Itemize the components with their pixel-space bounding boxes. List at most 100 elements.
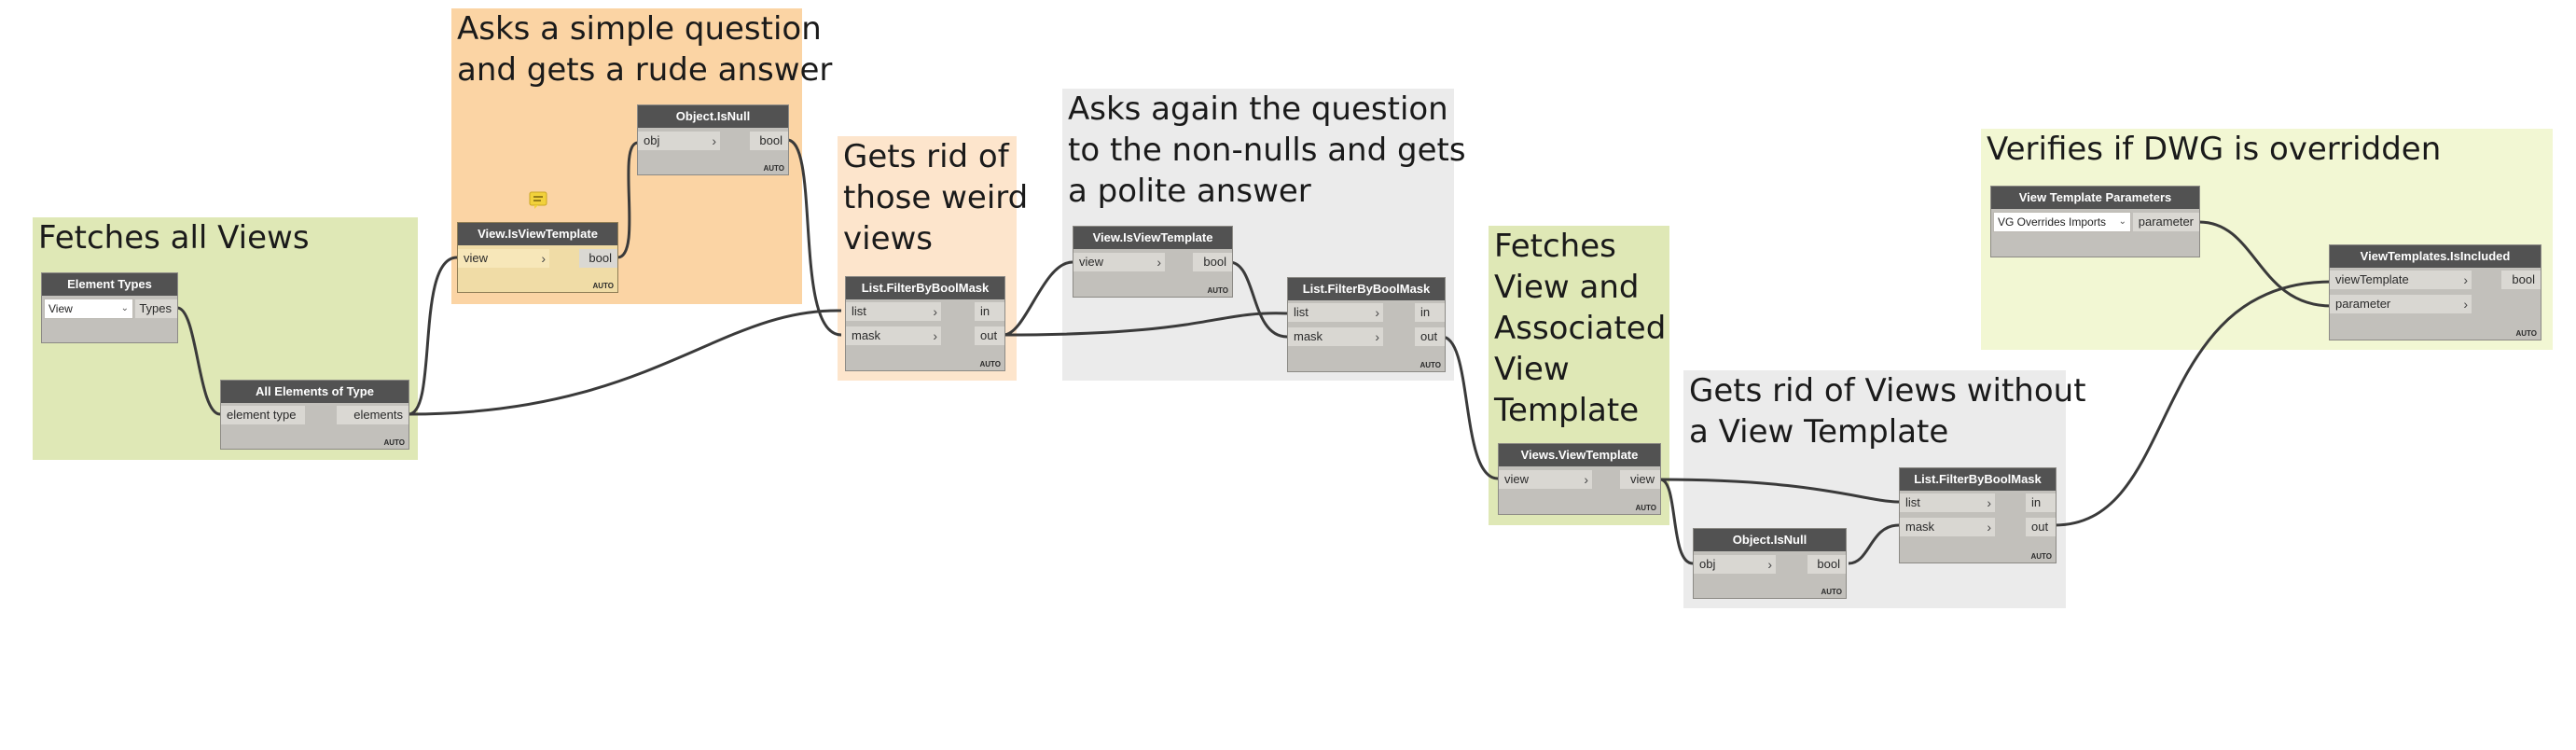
port-label: mask	[1905, 520, 1935, 534]
chevron-right-icon: ›	[1987, 520, 1991, 535]
group-title: Fetches all Views	[38, 219, 310, 257]
all-elements-of-type-node[interactable]: All Elements of Type element type elemen…	[220, 380, 409, 450]
input-port-view[interactable]: view ›	[458, 249, 549, 268]
input-port-mask[interactable]: mask ›	[846, 326, 941, 345]
chevron-right-icon: ›	[1987, 495, 1991, 510]
node-title: List.FilterByBoolMask	[846, 277, 1004, 299]
port-label: view	[1504, 472, 1530, 486]
port-label: list	[1294, 305, 1309, 319]
port-label: parameter	[2335, 297, 2391, 311]
chevron-right-icon: ›	[1156, 255, 1161, 270]
group-title-line1: Asks again the question	[1068, 90, 1448, 128]
output-port-types[interactable]: Types	[135, 299, 177, 318]
wire	[1003, 260, 1073, 337]
input-port-mask[interactable]: mask ›	[1288, 327, 1383, 346]
lacing-label: AUTO	[1635, 504, 1656, 512]
group-title: Verifies if DWG is overridden	[1987, 131, 2442, 168]
chevron-right-icon: ›	[1375, 329, 1379, 344]
lacing-label: AUTO	[1420, 361, 1441, 369]
input-port-obj[interactable]: obj ›	[1694, 555, 1776, 574]
output-port-view[interactable]: view	[1620, 470, 1660, 489]
port-label: view	[1079, 255, 1104, 269]
wire	[176, 306, 221, 416]
element-type-dropdown[interactable]: View ⌄	[44, 299, 133, 319]
input-port-view[interactable]: view ›	[1499, 470, 1592, 489]
chevron-right-icon: ›	[712, 133, 716, 148]
input-port-viewtemplate[interactable]: viewTemplate ›	[2330, 271, 2472, 289]
output-port-in[interactable]: in	[2026, 493, 2056, 512]
view-template-parameters-node[interactable]: View Template Parameters VG Overrides Im…	[1990, 186, 2200, 257]
input-port-mask[interactable]: mask ›	[1900, 518, 1995, 536]
list-filterbyboolmask-node-1[interactable]: List.FilterByBoolMask list › mask › in o…	[845, 276, 1005, 371]
node-title: Element Types	[42, 273, 177, 296]
wire	[1003, 312, 1288, 337]
group-title-line1: Gets rid of Views without	[1689, 372, 2086, 410]
lacing-label: AUTO	[383, 438, 405, 447]
group-title-line2: to the non-nulls and gets	[1068, 132, 1466, 169]
list-filterbyboolmask-node-2[interactable]: List.FilterByBoolMask list › mask › in o…	[1287, 277, 1446, 372]
group-title-line2: a View Template	[1689, 413, 1949, 451]
chevron-down-icon: ⌄	[2118, 216, 2126, 227]
input-port-list[interactable]: list ›	[1288, 303, 1383, 322]
parameter-dropdown[interactable]: VG Overrides Imports ⌄	[1993, 212, 2131, 232]
view-isviewtemplate-node-2[interactable]: View.IsViewTemplate view › bool AUTO	[1073, 226, 1233, 298]
chevron-right-icon: ›	[1767, 557, 1772, 572]
input-port-list[interactable]: list ›	[1900, 493, 1995, 512]
note-icon[interactable]	[528, 190, 548, 211]
group-title-line3: views	[843, 220, 934, 257]
group-title-line3: Associated	[1494, 310, 1667, 347]
chevron-right-icon: ›	[2463, 297, 2468, 312]
lacing-label: AUTO	[763, 164, 784, 173]
list-filterbyboolmask-node-3[interactable]: List.FilterByBoolMask list › mask › in o…	[1899, 467, 2057, 563]
node-title: View.IsViewTemplate	[458, 223, 617, 245]
lacing-label: AUTO	[592, 282, 614, 290]
view-isviewtemplate-node-1[interactable]: View.IsViewTemplate view › bool AUTO	[457, 222, 618, 293]
chevron-right-icon: ›	[541, 251, 546, 266]
output-port-elements[interactable]: elements	[337, 406, 409, 424]
node-title: ViewTemplates.IsIncluded	[2330, 245, 2541, 268]
input-port-parameter[interactable]: parameter ›	[2330, 295, 2472, 313]
wire	[786, 138, 842, 337]
input-port-element-type[interactable]: element type	[221, 406, 305, 424]
output-port-in[interactable]: in	[975, 302, 1004, 321]
group-title-line2: those weird	[843, 179, 1029, 216]
group-title-line1: Fetches	[1494, 228, 1616, 265]
lacing-label: AUTO	[1207, 286, 1228, 295]
output-port-bool[interactable]: bool	[1193, 253, 1232, 271]
wire	[1441, 335, 1499, 480]
wire	[2054, 280, 2333, 527]
output-port-out[interactable]: out	[1415, 327, 1445, 346]
views-viewtemplate-node[interactable]: Views.ViewTemplate view › view AUTO	[1498, 443, 1661, 515]
chevron-right-icon: ›	[2463, 272, 2468, 287]
output-port-out[interactable]: out	[975, 326, 1004, 345]
wire	[1659, 478, 1900, 504]
wire	[1659, 478, 1694, 565]
input-port-view[interactable]: view ›	[1073, 253, 1165, 271]
viewtemplates-isincluded-node[interactable]: ViewTemplates.IsIncluded viewTemplate › …	[2329, 244, 2541, 340]
wire	[1848, 523, 1900, 565]
output-port-bool[interactable]: bool	[2501, 271, 2541, 289]
output-port-parameter[interactable]: parameter	[2133, 213, 2199, 231]
object-isnull-node-2[interactable]: Object.IsNull obj › bool AUTO	[1693, 528, 1847, 599]
wire	[1228, 260, 1288, 339]
output-port-bool[interactable]: bool	[1807, 555, 1846, 574]
lacing-label: AUTO	[2515, 329, 2537, 338]
output-port-out[interactable]: out	[2026, 518, 2056, 536]
port-label: element type	[227, 408, 297, 422]
group-title-line2: View and	[1494, 269, 1640, 306]
output-port-in[interactable]: in	[1415, 303, 1445, 322]
input-port-obj[interactable]: obj ›	[638, 132, 720, 150]
node-title: List.FilterByBoolMask	[1900, 468, 2056, 491]
input-port-list[interactable]: list ›	[846, 302, 941, 321]
port-label: obj	[644, 133, 660, 147]
node-title: All Elements of Type	[221, 381, 409, 403]
output-port-bool[interactable]: bool	[750, 132, 788, 150]
object-isnull-node-1[interactable]: Object.IsNull obj › bool AUTO	[637, 104, 789, 175]
wire	[408, 309, 842, 416]
chevron-right-icon: ›	[1375, 305, 1379, 320]
element-types-node[interactable]: Element Types View ⌄ Types	[41, 272, 178, 343]
output-port-bool[interactable]: bool	[579, 249, 617, 268]
chevron-right-icon: ›	[933, 304, 937, 319]
